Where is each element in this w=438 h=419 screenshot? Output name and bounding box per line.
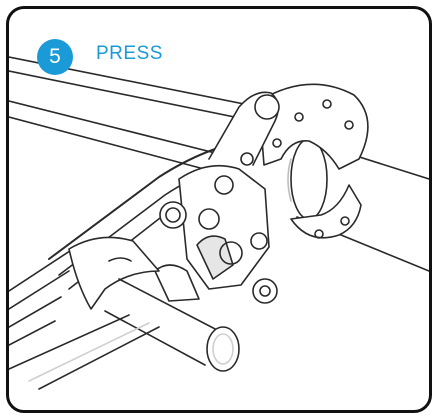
step-number: 5 xyxy=(49,45,61,69)
lower-handles xyxy=(9,315,159,389)
step-title: PRESS xyxy=(96,43,163,65)
instruction-panel: 5 PRESS xyxy=(6,6,432,413)
step-number-badge: 5 xyxy=(37,39,73,75)
tool-body xyxy=(9,92,279,345)
press-tool-on-pipe-icon xyxy=(9,9,429,410)
